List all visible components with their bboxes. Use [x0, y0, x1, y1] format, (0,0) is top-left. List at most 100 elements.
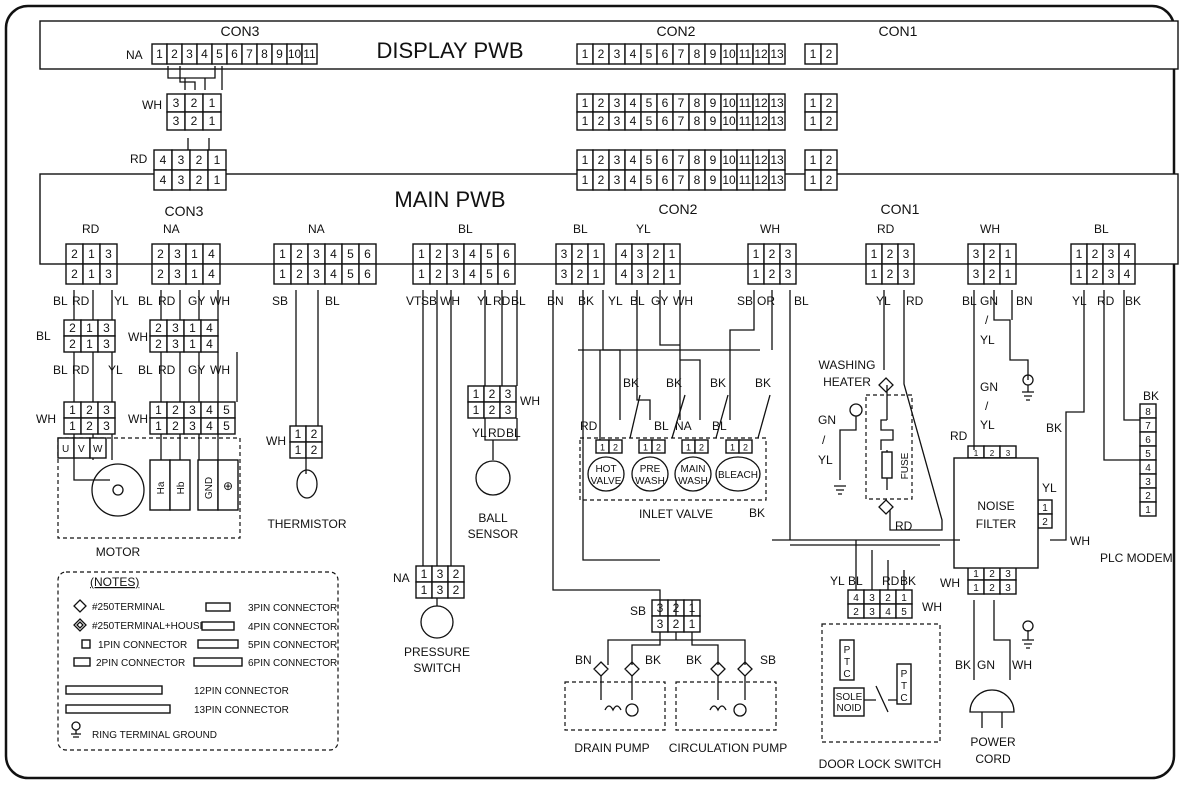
connector-pin-number: 2 — [191, 96, 198, 110]
wire-inlet-valve — [552, 290, 791, 600]
legend-ground-symbol — [71, 730, 81, 738]
bs-bl-label-2: BL — [506, 426, 521, 440]
connector-pin-number: 3 — [903, 247, 910, 261]
label-bl-1: BL — [458, 222, 473, 236]
connector-pin-number: 1 — [69, 403, 76, 417]
thermistor-bl-label: BL — [325, 294, 340, 308]
motor-stator-icon — [91, 463, 145, 517]
connector-pin-number: 2 — [989, 583, 995, 594]
hall-gnd-label: GND — [204, 477, 215, 499]
mw-wh-4: WH — [210, 363, 230, 377]
connector-pin-number: 11 — [739, 47, 752, 61]
connector-pin-number: 2 — [171, 47, 178, 61]
connector-pin-number: 7 — [678, 153, 685, 167]
connector-pin-cell — [202, 263, 221, 285]
connector-pin-number: 3 — [1005, 569, 1011, 580]
connector-pin-number: 12 — [754, 47, 768, 61]
connector-pin-number: 1 — [1042, 503, 1048, 514]
connector-pin-number: 3 — [637, 247, 644, 261]
connector-pin-cell — [1118, 263, 1136, 285]
ball-sensor-label-2: SENSOR — [468, 527, 519, 541]
connector-pin-cell — [694, 439, 709, 454]
connector-pin-number: 3 — [1006, 449, 1011, 458]
notes-title: (NOTES) — [90, 575, 139, 589]
connector-pin-number: 12 — [754, 173, 768, 187]
hall-vcc-box — [217, 459, 239, 511]
connector-pin-number: 1 — [279, 267, 286, 281]
noise-filter-label-1: NOISE — [977, 499, 1014, 513]
connector-pin-number: 2 — [1092, 247, 1099, 261]
connector-pin-number: 7 — [678, 114, 685, 128]
connector-pin-number: 2 — [598, 114, 605, 128]
connector-pin-cell — [305, 441, 323, 459]
ps-wh-label: WH — [440, 294, 460, 308]
connector-pin-cell — [999, 263, 1017, 285]
main-wash-valve-icon — [674, 456, 712, 492]
connector-pin-number: 3 — [174, 267, 181, 281]
plc-bk-label-2: BK — [1143, 389, 1159, 403]
connector-pin-number: 10 — [722, 114, 736, 128]
wire-power-cord — [973, 600, 1029, 680]
connector-pin-number: 4 — [206, 403, 213, 417]
connector-pin-cell — [651, 439, 666, 454]
plc-yl-label: YL — [1072, 294, 1087, 308]
connector-pin-number: 3 — [1145, 477, 1151, 488]
connector-pin-number: 3 — [561, 267, 568, 281]
connector-pin-number: 2 — [577, 267, 584, 281]
wire-display-to-main — [187, 138, 210, 150]
mw-bl-1: BL — [53, 294, 68, 308]
connector-pin-number: 3 — [105, 267, 112, 281]
heater-yl-label-2: YL — [818, 453, 833, 467]
nf-rd-label: RD — [950, 429, 968, 443]
pump-bk-label-2: BK — [686, 653, 702, 667]
ps-vt-label: VT — [406, 294, 422, 308]
connector-pin-number: 1 — [86, 321, 93, 335]
wire-motor-mid — [73, 352, 238, 402]
plc-rd-label: RD — [1097, 294, 1115, 308]
connector-pin-number: 3 — [561, 247, 568, 261]
connector-pin-number: 1 — [191, 247, 198, 261]
main-label-2: WASH — [678, 476, 708, 487]
label-yl-1: YL — [636, 222, 651, 236]
connector-pin-number: 5 — [646, 114, 653, 128]
connector-pin-number: 2 — [155, 321, 162, 335]
door-lock-switch-label: DOOR LOCK SWITCH — [819, 757, 942, 771]
connector-pin-number: 4 — [206, 419, 213, 433]
connector-pin-cell — [820, 43, 838, 65]
legend-ring-ground: RING TERMINAL GROUND — [92, 730, 217, 741]
connector-pin-number: 1 — [1005, 267, 1012, 281]
hot-label-2: VALVE — [591, 476, 622, 487]
connector-pin-number: 2 — [69, 321, 76, 335]
mw-bl-4: BL — [138, 294, 153, 308]
connector-pin-cell — [202, 111, 222, 131]
connector-pin-number: 9 — [276, 47, 283, 61]
connector-pin-number: 1 — [189, 321, 196, 335]
connector-pin-number: 7 — [678, 173, 685, 187]
connector-pin-number: 1 — [155, 403, 162, 417]
connector-pin-number: 1 — [871, 247, 878, 261]
pc-gn-label: GN — [977, 658, 995, 672]
main-con3-label: CON3 — [165, 203, 204, 219]
pc-ground-ring-icon — [1022, 620, 1034, 632]
nf-slash-label-2: / — [985, 399, 989, 413]
ptc-left-c: C — [843, 669, 850, 680]
connector-pin-cell — [608, 439, 623, 454]
pre-label-2: WASH — [635, 476, 665, 487]
mw-wh-1: WH — [36, 412, 56, 426]
connector-pin-number: 1 — [279, 247, 286, 261]
ptc-right-box — [896, 663, 912, 705]
mw-wh-5: WH — [128, 412, 148, 426]
connector-pin-number: 5 — [347, 267, 354, 281]
connector-pin-number: 2 — [673, 617, 680, 631]
connector-pin-cell — [768, 111, 786, 131]
vw-bk-3: BK — [666, 376, 682, 390]
heater-terminal-top-icon — [878, 377, 894, 393]
connector-pin-number: 4 — [853, 593, 859, 604]
